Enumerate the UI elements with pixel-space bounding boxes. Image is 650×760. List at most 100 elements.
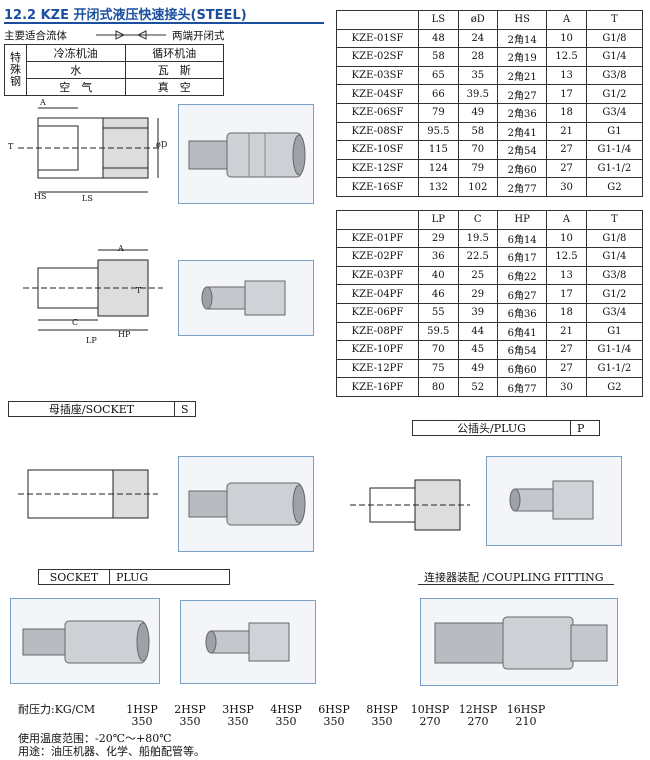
coupling-label: 连接器装配 /COUPLING FITTING — [424, 570, 604, 584]
pressure-value: 270 — [467, 715, 489, 728]
table-cell: 21 — [546, 321, 587, 342]
table-cell: G1/2 — [585, 284, 644, 304]
table-cell: 13 — [546, 265, 587, 286]
plug-assembly-drawing — [350, 479, 470, 531]
title-rule — [4, 22, 324, 24]
table-cell: 124 — [418, 158, 459, 179]
pressure-size: 4HSP — [270, 703, 302, 716]
table-cell: 6角41 — [496, 321, 548, 342]
table-cell: 6角36 — [496, 302, 548, 323]
table-cell: 19.5 — [457, 228, 498, 249]
temperature-range: 使用温度范围：-20℃～+80℃ — [18, 732, 172, 745]
pressure-size: 2HSP — [174, 703, 206, 716]
table-cell: 2角14 — [497, 28, 548, 49]
pressure-value: 350 — [131, 715, 153, 728]
plug-cross-section-drawing — [23, 249, 163, 331]
table-cell: KZE-03PF — [335, 265, 420, 286]
table-cell: G1-1/2 — [585, 158, 644, 179]
table-header-cell: HS — [497, 10, 548, 30]
table-cell: 70 — [457, 140, 499, 160]
table-cell: 95.5 — [418, 121, 459, 142]
table-cell: G1/8 — [585, 228, 644, 249]
table-cell: 39.5 — [457, 84, 499, 104]
table-cell: KZE-01SF — [335, 28, 420, 49]
fluid-cell: 冷冻机油 — [26, 44, 126, 62]
fluid-cell: 空 气 — [26, 78, 126, 96]
table-cell: 6角60 — [496, 358, 548, 379]
table-cell: KZE-10PF — [335, 340, 420, 360]
table-cell: 2角41 — [497, 121, 548, 142]
table-cell: 66 — [418, 84, 459, 104]
plug-dim-t-label: T — [136, 286, 142, 295]
table-cell: G1-1/4 — [585, 140, 644, 160]
table-cell: KZE-12PF — [335, 358, 420, 379]
table-cell: 25 — [457, 265, 498, 286]
label-divider — [109, 570, 110, 584]
table-cell: G2 — [585, 177, 644, 197]
usage-text: 用途：油压机器、化学、船舶配管等。 — [18, 745, 205, 758]
dim-ls-label: LS — [82, 194, 93, 203]
table-cell: 59.5 — [418, 321, 459, 342]
table-cell: 65 — [418, 65, 459, 86]
table-cell: 79 — [457, 158, 499, 179]
plug-photo-2 — [486, 456, 622, 546]
table-cell: KZE-16PF — [335, 377, 420, 397]
table-cell: 21 — [546, 121, 587, 142]
fluid-heading: 主要适合流体 — [4, 30, 67, 42]
table-cell: 6角14 — [496, 228, 548, 249]
socket-label: 母插座/SOCKET — [48, 403, 135, 416]
pressure-size: 16HSP — [506, 703, 546, 716]
table-cell: KZE-08SF — [335, 121, 420, 142]
table-cell: 10 — [546, 228, 587, 249]
table-cell: 2角36 — [497, 102, 548, 123]
label-divider — [174, 402, 175, 416]
plug-label: 公插头/PLUG — [457, 422, 526, 435]
table-cell: G1/8 — [585, 28, 644, 49]
pressure-size: 1HSP — [126, 703, 158, 716]
table-cell: 46 — [418, 284, 459, 304]
pressure-value: 350 — [227, 715, 249, 728]
table-header-cell: C — [457, 210, 498, 230]
table-cell: 12.5 — [546, 247, 587, 267]
table-header-cell — [335, 210, 420, 230]
table-cell: 48 — [418, 28, 459, 49]
table-cell: 44 — [457, 321, 498, 342]
table-cell: G1/4 — [585, 47, 644, 67]
table-cell: 35 — [457, 65, 499, 86]
valve-symbol-icon — [96, 30, 166, 40]
table-cell: 45 — [457, 340, 498, 360]
socket-label-box: 母插座/SOCKET S — [8, 401, 196, 417]
table-cell: G2 — [585, 377, 644, 397]
pressure-size: 3HSP — [222, 703, 254, 716]
table-header-cell: A — [546, 10, 587, 30]
table-cell: 6角54 — [496, 340, 548, 360]
table-header-cell: øD — [457, 10, 499, 30]
table-cell: 6角27 — [496, 284, 548, 304]
table-cell: G1/2 — [585, 84, 644, 104]
table-cell: 27 — [546, 358, 587, 379]
table-cell: KZE-01PF — [335, 228, 420, 249]
table-header-cell: T — [585, 10, 644, 30]
table-cell: G1 — [585, 121, 644, 142]
plug-dim-c-label: C — [72, 318, 79, 327]
table-cell: 58 — [457, 121, 499, 142]
table-cell: 102 — [457, 177, 499, 197]
fluid-side-label: 特殊钢 — [4, 44, 27, 96]
table-cell: 6角22 — [496, 265, 548, 286]
table-cell: 2角27 — [497, 84, 548, 104]
table-cell: 49 — [457, 358, 498, 379]
pressure-value: 350 — [323, 715, 345, 728]
pressure-value: 350 — [275, 715, 297, 728]
table-cell: 18 — [546, 302, 587, 323]
table-cell: G1-1/4 — [585, 340, 644, 360]
table-cell: 132 — [418, 177, 459, 197]
socket-assembly-drawing — [18, 469, 158, 519]
